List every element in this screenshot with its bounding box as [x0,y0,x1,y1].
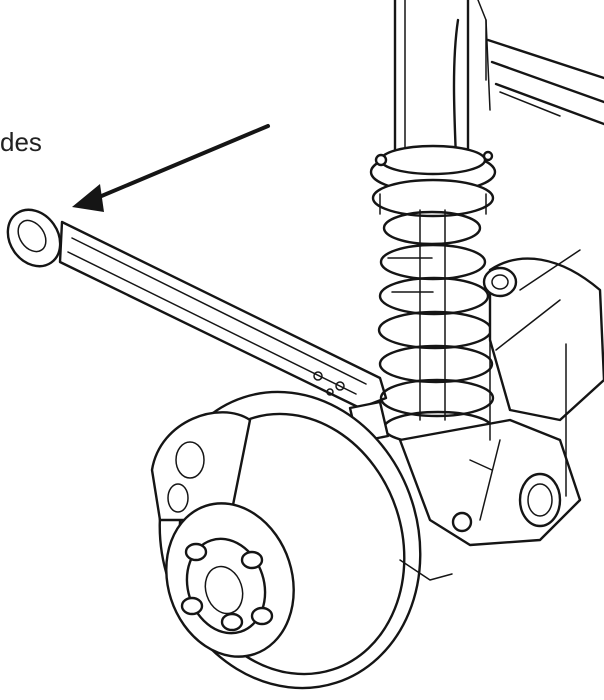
brake-disc [150,390,453,690]
hub-carrier [348,249,604,547]
callout-label: des [0,127,42,157]
control-arm [6,208,388,410]
pointer-arrow [72,124,270,212]
shock-absorber [369,0,497,218]
anti-roll-bar [485,19,604,126]
coil-spring [377,209,495,446]
